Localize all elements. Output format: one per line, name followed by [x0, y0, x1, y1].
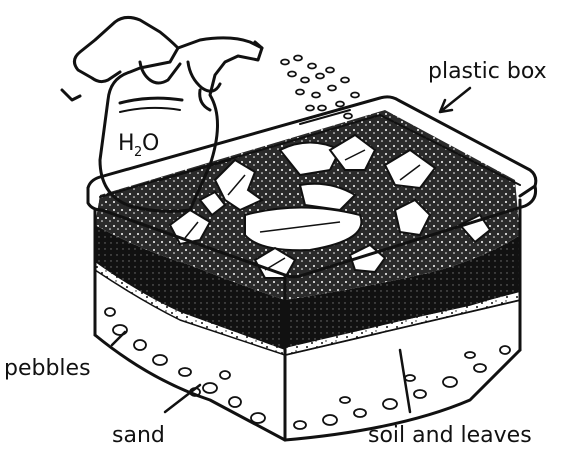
label-plastic-box: plastic box — [428, 59, 547, 84]
label-soil-and-leaves: soil and leaves — [368, 423, 532, 448]
plastic-box-arrow — [440, 88, 470, 112]
label-pebbles: pebbles — [4, 356, 91, 381]
water-droplets — [281, 56, 359, 119]
bottle-h-text: H — [118, 131, 135, 156]
bottle-o-text: O — [142, 131, 159, 156]
label-sand: sand — [112, 423, 165, 448]
